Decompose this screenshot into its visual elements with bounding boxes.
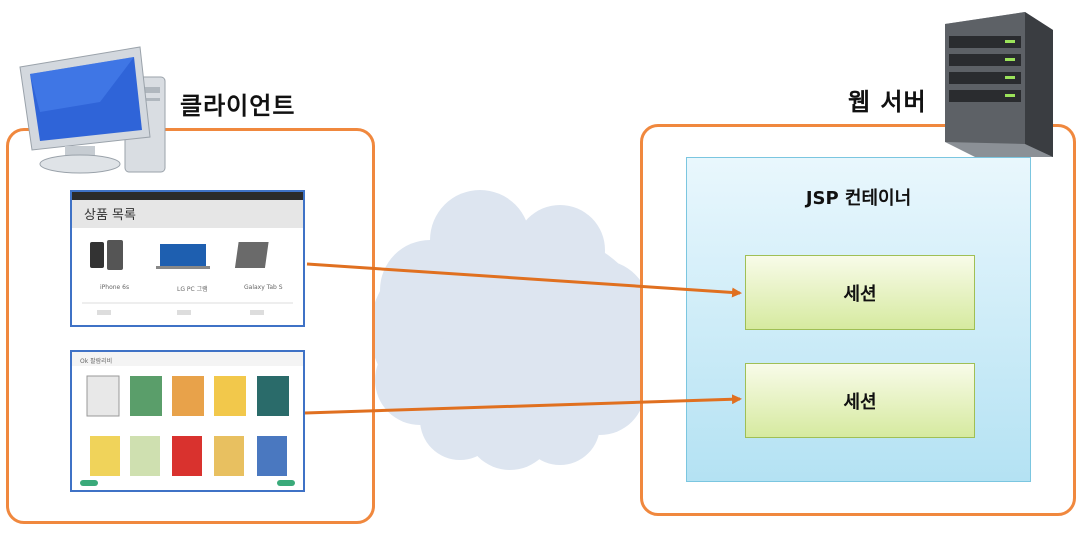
arrow-client-to-session-2 <box>304 394 742 415</box>
session-label-1: 세션 <box>843 283 877 305</box>
computer-icon <box>19 46 166 174</box>
product-item-1: iPhone 6s <box>100 284 130 291</box>
bookstore-screenshot: Ok 팔람리비 <box>70 350 305 492</box>
product-list-heading: 상품 목록 <box>72 200 303 228</box>
product-list-screenshot: 상품 목록 iPhone 6s LG PC 그램 Galaxy Tab S <box>70 190 305 327</box>
book-covers <box>80 375 295 486</box>
session-box-2: 세션 <box>745 363 975 438</box>
bookstore-brand: Ok 팔람리비 <box>80 358 113 365</box>
product-item-2: LG PC 그램 <box>177 286 208 293</box>
session-label-2: 세션 <box>843 391 877 413</box>
product-item-3: Galaxy Tab S <box>244 284 283 291</box>
network-cloud <box>370 190 650 470</box>
client-label: 클라이언트 <box>180 92 296 120</box>
product-thumbnails <box>82 240 293 315</box>
server-icon <box>945 12 1053 157</box>
session-box-1: 세션 <box>745 255 975 330</box>
web-server-label: 웹 서버 <box>848 88 927 116</box>
jsp-container-label: JSP 컨테이너 <box>805 188 912 209</box>
arrow-client-to-session-1 <box>306 262 742 298</box>
